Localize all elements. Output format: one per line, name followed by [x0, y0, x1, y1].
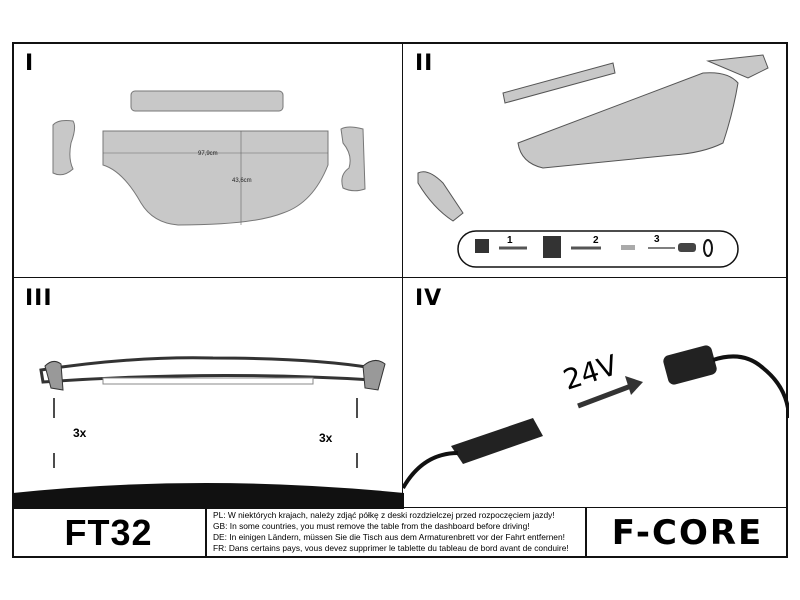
depth-dimension: 43,6cm — [232, 178, 252, 184]
panel-number: III — [25, 286, 53, 311]
repeat-right-label: 3x — [319, 431, 333, 445]
panel-number: I — [25, 51, 35, 76]
brand-logo: F-CORE — [611, 512, 764, 553]
model-number: FT32 — [12, 507, 207, 558]
assembly-diagram: 1 2 3 — [417, 54, 769, 268]
power-diagram — [403, 345, 789, 489]
step-2-label: 2 — [593, 235, 599, 246]
step-3-label: 3 — [654, 234, 660, 245]
panel-number: IV — [415, 286, 443, 311]
driving-warning: PL: W niektórych krajach, należy zdjąć p… — [207, 507, 587, 558]
width-dimension: 97,9cm — [198, 151, 218, 157]
warning-fr: FR: Dans certains pays, vous devez suppr… — [213, 543, 569, 553]
parts-diagram: 97,9cm 43,6cm — [52, 90, 366, 226]
warning-de: DE: In einigen Ländern, müssen Sie die T… — [213, 532, 565, 542]
repeat-left-label: 3x — [73, 426, 87, 440]
step-1-label: 1 — [507, 235, 513, 246]
mounting-diagram — [13, 356, 404, 509]
panel-1-parts: I 97,9cm 43,6cm — [12, 42, 403, 278]
footer: FT32 PL: W niektórych krajach, należy zd… — [12, 507, 788, 558]
warning-pl: PL: W niektórych krajach, należy zdjąć p… — [213, 510, 555, 520]
warning-gb: GB: In some countries, you must remove t… — [213, 521, 530, 531]
panel-4-power: IV 24V — [402, 277, 789, 508]
panel-number: II — [415, 51, 434, 76]
panel-3-mounting: III 3x 3x — [12, 277, 404, 509]
panel-2-assembly: II 1 2 3 — [402, 42, 788, 278]
